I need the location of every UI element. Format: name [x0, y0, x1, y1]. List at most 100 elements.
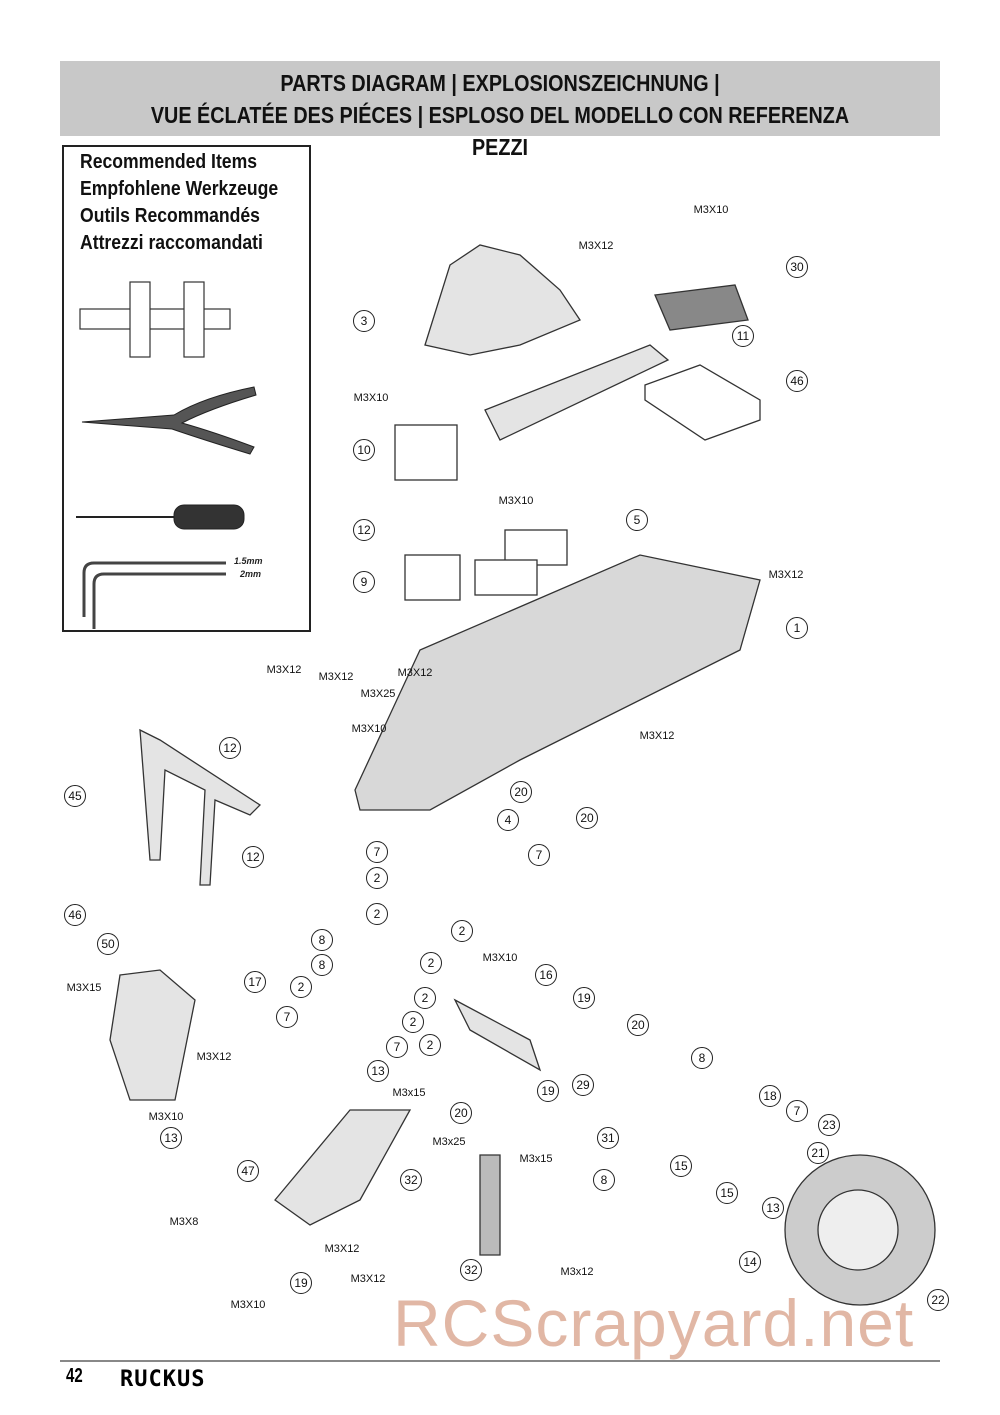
part-callout: 12	[353, 519, 375, 541]
receiver-part	[404, 554, 461, 601]
hex-key-size-2: 2mm	[240, 569, 262, 579]
electronics-cover-part	[644, 364, 761, 441]
part-callout: 8	[311, 929, 333, 951]
part-callout: 19	[290, 1272, 312, 1294]
screw-size-label: M3X12	[266, 664, 302, 676]
screw-size-label: M3x15	[392, 1087, 426, 1099]
page-number: 42	[66, 1365, 83, 1387]
part-callout: 30	[786, 256, 808, 278]
header-line-1: PARTS DIAGRAM | EXPLOSIONSZEICHNUNG |	[280, 70, 720, 96]
part-callout: 7	[276, 1006, 298, 1028]
part-callout: 18	[759, 1085, 781, 1107]
part-callout: 2	[420, 952, 442, 974]
part-callout: 32	[400, 1169, 422, 1191]
part-callout: 2	[402, 1011, 424, 1033]
screw-size-label: M3X12	[397, 667, 433, 679]
shock-tower-part	[139, 728, 262, 886]
part-callout: 20	[510, 781, 532, 803]
part-callout: 31	[597, 1127, 619, 1149]
footer-divider	[60, 1360, 940, 1362]
screw-size-label: M3X12	[196, 1051, 232, 1063]
hex-key-size-1-5: 1.5mm	[234, 556, 263, 566]
part-callout: 16	[535, 964, 557, 986]
screw-size-label: M3X12	[768, 569, 804, 581]
tools-title-it: Attrezzi raccomandati	[80, 232, 263, 254]
part-callout: 13	[160, 1127, 182, 1149]
tools-title-en: Recommended Items	[80, 151, 258, 173]
screw-size-label: M3x15	[519, 1153, 553, 1165]
screw-size-label: M3X12	[318, 671, 354, 683]
part-callout: 13	[367, 1060, 389, 1082]
part-callout: 12	[219, 737, 241, 759]
screw-size-label: M3X15	[66, 982, 102, 994]
part-callout: 20	[576, 807, 598, 829]
header-line-2: VUE ÉCLATÉE DES PIÉCES | ESPLOSO DEL MOD…	[150, 102, 850, 160]
screw-size-label: M3X12	[324, 1243, 360, 1255]
part-callout: 2	[414, 987, 436, 1009]
brand-logo: RUCKUS	[120, 1367, 206, 1392]
part-callout: 3	[353, 310, 375, 332]
part-callout: 17	[244, 971, 266, 993]
screw-size-label: M3X12	[639, 730, 675, 742]
recommended-items-box: Recommended Items Empfohlene Werkzeuge O…	[62, 145, 311, 632]
part-callout: 45	[64, 785, 86, 807]
esc-part	[654, 284, 749, 331]
part-callout: 7	[528, 844, 550, 866]
part-callout: 21	[807, 1142, 829, 1164]
part-callout: 47	[237, 1160, 259, 1182]
screw-size-label: M3X12	[350, 1273, 386, 1285]
hex-keys-icon	[82, 561, 226, 629]
part-callout: 19	[537, 1080, 559, 1102]
part-callout: 15	[670, 1155, 692, 1177]
screw-size-label: M3X25	[360, 688, 396, 700]
battery-part-b	[474, 559, 538, 596]
screw-size-label: M3X8	[169, 1216, 199, 1228]
part-callout: 2	[366, 903, 388, 925]
front-bulkhead-part	[109, 969, 196, 1101]
battery-strap-part	[484, 344, 670, 441]
part-callout: 15	[716, 1182, 738, 1204]
part-callout: 46	[786, 370, 808, 392]
part-callout: 7	[786, 1100, 808, 1122]
part-callout: 20	[627, 1014, 649, 1036]
battery-part-a	[504, 529, 568, 566]
part-callout: 20	[450, 1102, 472, 1124]
part-callout: 46	[64, 904, 86, 926]
part-callout: 7	[366, 841, 388, 863]
part-callout: 7	[386, 1036, 408, 1058]
watermark: RCScrapyard.net	[393, 1286, 915, 1360]
screw-size-label: M3x12	[560, 1266, 594, 1278]
part-callout: 11	[732, 325, 754, 347]
page-header: PARTS DIAGRAM | EXPLOSIONSZEICHNUNG | VU…	[60, 61, 940, 160]
tools-illustrations	[76, 281, 257, 629]
shock-part	[479, 1154, 501, 1256]
part-callout: 8	[311, 954, 333, 976]
skid-plate-part	[274, 1109, 412, 1226]
screw-size-label: M3X10	[148, 1111, 184, 1123]
part-callout: 32	[460, 1259, 482, 1281]
part-callout: 10	[353, 439, 375, 461]
part-callout: 19	[573, 987, 595, 1009]
needle-nose-pliers-icon	[81, 386, 257, 455]
cross-wrench-icon	[79, 281, 231, 358]
part-callout: 8	[691, 1047, 713, 1069]
screw-size-label: M3x25	[432, 1136, 466, 1148]
part-callout: 4	[497, 809, 519, 831]
part-callout: 1	[786, 617, 808, 639]
part-callout: 50	[97, 933, 119, 955]
tools-title-fr: Outils Recommandés	[80, 205, 260, 227]
suspension-arm-part	[453, 998, 542, 1072]
part-callout: 29	[572, 1074, 594, 1096]
screw-size-label: M3X12	[578, 240, 614, 252]
part-callout: 2	[290, 976, 312, 998]
screw-size-label: M3X10	[693, 204, 729, 216]
part-callout: 8	[593, 1169, 615, 1191]
tools-title-de: Empfohlene Werkzeuge	[80, 178, 279, 200]
screw-size-label: M3X10	[482, 952, 518, 964]
part-callout: 12	[242, 846, 264, 868]
part-callout: 23	[818, 1114, 840, 1136]
part-callout: 5	[626, 509, 648, 531]
part-callout: 22	[927, 1289, 949, 1311]
part-callout: 13	[762, 1197, 784, 1219]
